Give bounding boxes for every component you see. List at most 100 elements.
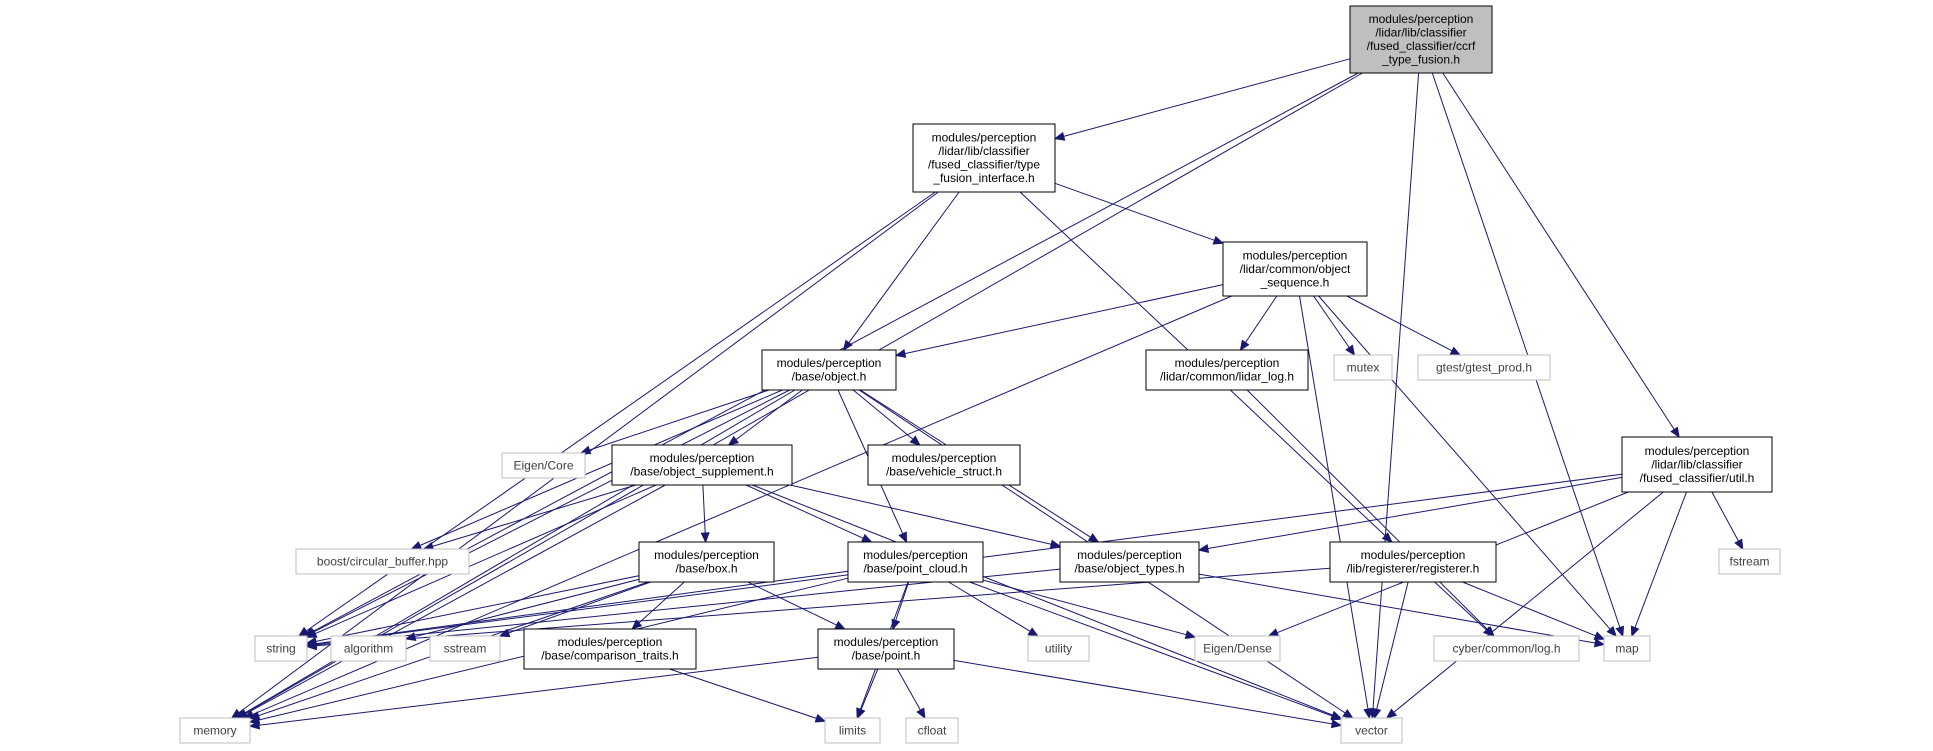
edge-arrowhead bbox=[894, 349, 907, 358]
node-label-line: modules/perception bbox=[863, 548, 968, 562]
edge-util-to-object_types bbox=[1197, 476, 1623, 553]
edge-line bbox=[1207, 476, 1623, 549]
node-box bbox=[1417, 354, 1551, 381]
edge-arrowhead bbox=[1184, 630, 1197, 639]
edge-arrowhead bbox=[1381, 532, 1393, 543]
node-box bbox=[501, 452, 586, 479]
node-box bbox=[824, 717, 881, 744]
node-label-line: /base/object_types.h bbox=[1074, 562, 1184, 576]
node-label-line: /base/point.h bbox=[852, 649, 921, 663]
node-util[interactable]: modules/perception/lidar/lib/classifier/… bbox=[1621, 436, 1773, 493]
node-label-line: utility bbox=[1045, 641, 1072, 655]
edge-arrowhead bbox=[727, 435, 740, 446]
edge-arrowhead bbox=[1449, 346, 1462, 356]
edge-registerer-to-vector bbox=[1372, 581, 1409, 720]
edge-object_sequence-to-object bbox=[894, 284, 1224, 358]
node-box bbox=[1329, 541, 1497, 583]
edge-arrowhead bbox=[1212, 235, 1225, 245]
edge-registerer-to-cyber_log bbox=[1434, 581, 1494, 637]
node-label-line: modules/perception bbox=[1645, 444, 1750, 458]
node-fstream: fstream bbox=[1718, 548, 1781, 575]
edge-arrowhead bbox=[1087, 533, 1100, 543]
node-point[interactable]: modules/perception/base/point.h bbox=[817, 628, 955, 670]
node-label-line: modules/perception bbox=[834, 635, 939, 649]
edge-object-to-vehicle_struct bbox=[852, 389, 921, 446]
edge-line bbox=[953, 659, 1333, 725]
node-object-types[interactable]: modules/perception/base/object_types.h bbox=[1059, 541, 1200, 583]
edge-arrowhead bbox=[1385, 708, 1398, 719]
node-box bbox=[912, 123, 1056, 193]
node-point-cloud[interactable]: modules/perception/base/point_cloud.h bbox=[847, 541, 984, 583]
node-lidar-log[interactable]: modules/perception/lidar/common/lidar_lo… bbox=[1145, 349, 1309, 391]
node-label-line: modules/perception bbox=[558, 635, 663, 649]
edge-line bbox=[589, 389, 770, 451]
node-comparison-traits[interactable]: modules/perception/base/comparison_trait… bbox=[523, 628, 697, 670]
edge-arrowhead bbox=[909, 435, 921, 446]
edge-registerer-to-map bbox=[1462, 581, 1606, 640]
edge-point_cloud-to-utility bbox=[948, 581, 1039, 637]
node-box bbox=[1059, 541, 1200, 583]
edge-line bbox=[252, 295, 1232, 715]
node-label-line: Eigen/Core bbox=[513, 458, 573, 472]
edge-util-to-fstream bbox=[1711, 491, 1744, 551]
node-root: modules/perception/lidar/lib/classifier/… bbox=[1349, 5, 1493, 74]
node-label-line: _type_fusion.h bbox=[1381, 53, 1460, 67]
edge-box-to-point bbox=[747, 581, 846, 630]
edge-line bbox=[1376, 581, 1409, 710]
edge-arrowhead bbox=[1615, 625, 1625, 638]
node-label-line: modules/perception bbox=[1175, 356, 1280, 370]
node-label-line: /base/box.h bbox=[675, 562, 737, 576]
edge-root-to-memory bbox=[235, 72, 1363, 719]
edge-line bbox=[752, 484, 1333, 716]
node-box bbox=[867, 444, 1021, 486]
edge-util-to-map bbox=[1630, 491, 1687, 638]
node-label-line: /fused_classifier/type bbox=[928, 158, 1040, 172]
node-label-line: gtest/gtest_prod.h bbox=[1436, 360, 1532, 374]
edge-arrowhead bbox=[579, 445, 592, 455]
edge-line bbox=[414, 578, 640, 638]
edge-arrowhead bbox=[1593, 638, 1606, 648]
edge-arrowhead bbox=[1239, 339, 1250, 352]
node-string: string bbox=[254, 635, 308, 662]
edge-arrowhead bbox=[860, 533, 873, 543]
edge-type_fusion_interface-to-object bbox=[842, 191, 960, 352]
edge-point_cloud-to-vector bbox=[969, 581, 1343, 721]
node-label-line: string bbox=[266, 641, 295, 655]
node-label-line: /base/comparison_traits.h bbox=[541, 649, 678, 663]
edge-point_cloud-to-point bbox=[891, 581, 910, 631]
node-label-line: vector bbox=[1355, 723, 1388, 737]
node-label-line: /lidar/common/lidar_log.h bbox=[1160, 370, 1294, 384]
edge-object_supplement-to-point_cloud bbox=[745, 484, 873, 543]
node-box[interactable]: modules/perception/base/box.h bbox=[638, 541, 775, 583]
edge-line bbox=[1393, 491, 1664, 713]
node-label-line: modules/perception bbox=[1369, 12, 1474, 26]
edge-arrowhead bbox=[1027, 627, 1039, 637]
node-label-line: /lidar/common/object bbox=[1240, 262, 1351, 276]
node-map: map bbox=[1603, 635, 1651, 662]
node-eigen-core: Eigen/Core bbox=[501, 452, 586, 479]
node-object-supplement[interactable]: modules/perception/base/object_supplemen… bbox=[611, 444, 793, 486]
node-label-line: modules/perception bbox=[650, 451, 755, 465]
edge-line bbox=[735, 389, 803, 441]
edge-arrowhead bbox=[1345, 344, 1356, 357]
edge-object_supplement-to-string bbox=[305, 484, 657, 638]
node-box bbox=[638, 541, 775, 583]
edge-arrowhead bbox=[1630, 625, 1640, 638]
node-label-line: /base/object_supplement.h bbox=[630, 465, 773, 479]
node-label-line: /fused_classifier/ccrf bbox=[1367, 39, 1476, 53]
node-vehicle-struct[interactable]: modules/perception/base/vehicle_struct.h bbox=[867, 444, 1021, 486]
node-utility: utility bbox=[1027, 635, 1090, 662]
node-gtest-prod: gtest/gtest_prod.h bbox=[1417, 354, 1551, 381]
node-object-sequence[interactable]: modules/perception/lidar/common/object_s… bbox=[1222, 241, 1368, 297]
edge-object-to-eigen_core bbox=[579, 389, 770, 455]
edge-point_cloud-to-eigen_dense bbox=[982, 579, 1197, 639]
node-label-line: modules/perception bbox=[1361, 548, 1466, 562]
node-type-fusion-interface[interactable]: modules/perception/lidar/lib/classifier/… bbox=[912, 123, 1056, 193]
edge-object_sequence-to-vector bbox=[1299, 295, 1373, 720]
node-object[interactable]: modules/perception/base/object.h bbox=[761, 349, 897, 391]
node-registerer[interactable]: modules/perception/lib/registerer/regist… bbox=[1329, 541, 1497, 583]
edge-line bbox=[315, 570, 849, 645]
node-box bbox=[817, 628, 955, 670]
edge-lidar_log-to-cyber_log bbox=[1246, 389, 1495, 637]
edge-line bbox=[1299, 295, 1369, 710]
